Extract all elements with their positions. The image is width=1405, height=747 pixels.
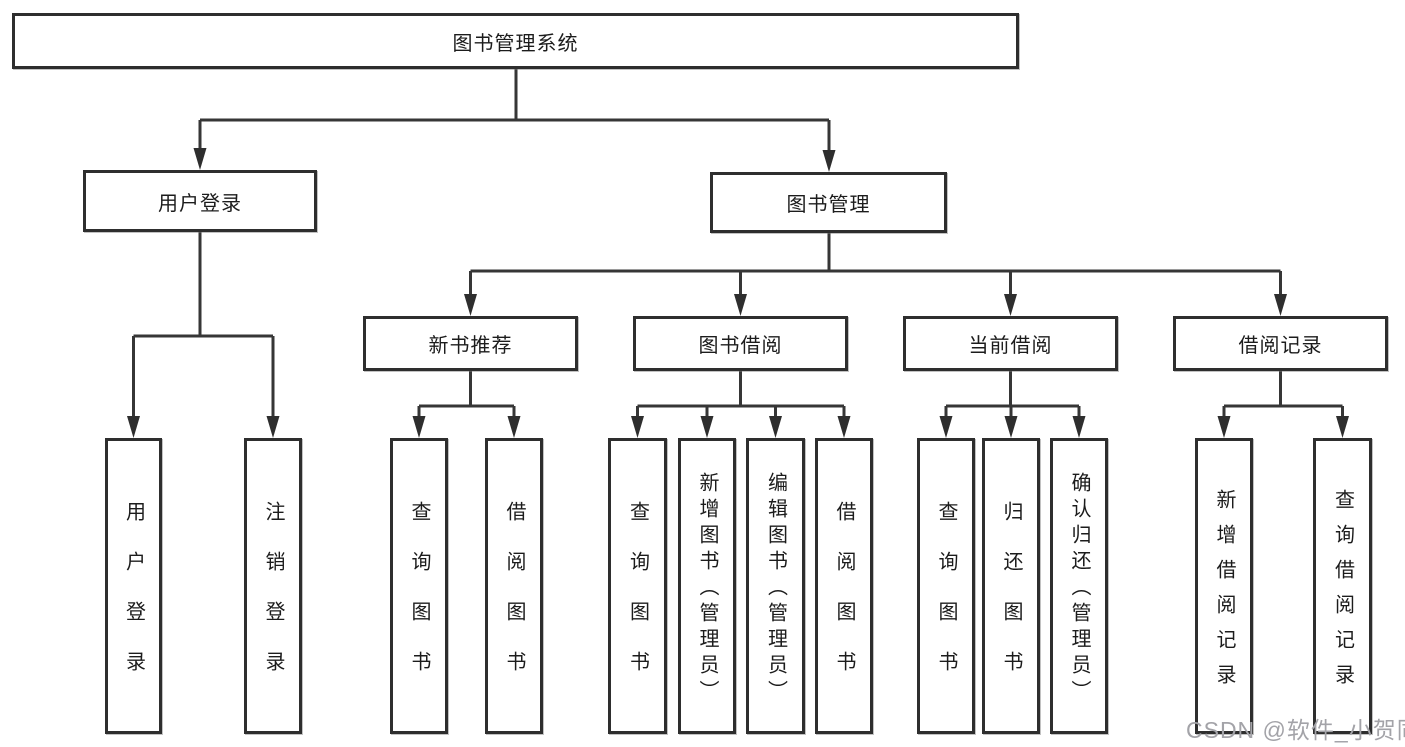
arrowhead	[769, 416, 782, 438]
leaf-edit-book-admin-label: 编辑图书（管理员）	[764, 472, 787, 706]
node-root-label: 图书管理系统	[452, 32, 579, 55]
leaf-borrow-books-borrow: 借阅图书	[815, 438, 873, 734]
leaf-add-borrow-record: 新增借阅记录	[1195, 438, 1253, 734]
arrowhead	[631, 416, 644, 438]
arrowhead	[193, 148, 207, 170]
leaf-query-books-borrow-label: 查询图书	[626, 501, 649, 701]
leaf-edit-book-admin: 编辑图书（管理员）	[746, 438, 805, 734]
arrowhead	[1004, 294, 1017, 316]
leaf-confirm-return-admin-label: 确认归还（管理员）	[1068, 472, 1090, 706]
arrowhead	[1004, 416, 1018, 438]
arrowhead	[464, 294, 477, 316]
node-borrow-records: 借阅记录	[1173, 316, 1388, 371]
leaf-return-book: 归还图书	[982, 438, 1040, 734]
arrowhead	[507, 416, 521, 438]
node-book-borrow: 图书借阅	[633, 316, 848, 371]
leaf-user-login-label: 用户登录	[122, 501, 145, 701]
connector-borrowrecord-to-leaves	[1217, 371, 1349, 438]
leaf-query-books-current-label: 查询图书	[935, 501, 957, 701]
node-book-management: 图书管理	[710, 172, 947, 233]
leaf-query-books-newbook-label: 查询图书	[408, 501, 430, 701]
node-borrow-records-label: 借阅记录	[1238, 335, 1323, 357]
leaf-borrow-books-borrow-label: 借阅图书	[833, 501, 855, 701]
arrowhead	[127, 416, 140, 438]
connector-newbook-to-leaves	[412, 371, 521, 438]
csdn-watermark: CSDN @软件_小贺同学	[1186, 717, 1405, 743]
arrowhead	[837, 416, 851, 438]
node-book-borrow-label: 图书借阅	[698, 335, 783, 357]
node-new-book-recommend-label: 新书推荐	[428, 335, 513, 357]
leaf-add-book-admin-label: 新增图书（管理员）	[696, 472, 718, 706]
leaf-query-borrow-record: 查询借阅记录	[1313, 438, 1372, 734]
node-user-login-label: 用户登录	[158, 192, 242, 215]
leaf-return-book-label: 归还图书	[1000, 501, 1022, 701]
node-root: 图书管理系统	[12, 13, 1019, 69]
connector-currentborrow-to-leaves	[939, 371, 1086, 438]
leaf-logout-login-label: 注销登录	[262, 501, 284, 701]
arrowhead	[266, 416, 280, 438]
connector-root-to-level2	[193, 69, 836, 172]
node-user-login: 用户登录	[83, 170, 317, 232]
arrowhead	[822, 150, 836, 172]
arrowhead	[734, 294, 747, 316]
node-new-book-recommend: 新书推荐	[363, 316, 578, 371]
connector-userlogin-to-leaves	[127, 232, 280, 438]
leaf-borrow-books-newbook-label: 借阅图书	[503, 501, 525, 701]
leaf-user-login: 用户登录	[105, 438, 162, 734]
connector-bookborrow-to-leaves	[631, 371, 851, 438]
node-current-borrow: 当前借阅	[903, 316, 1118, 371]
node-current-borrow-label: 当前借阅	[968, 335, 1053, 357]
leaf-query-books-current: 查询图书	[917, 438, 975, 734]
leaf-query-books-newbook: 查询图书	[390, 438, 448, 734]
leaf-confirm-return-admin: 确认归还（管理员）	[1050, 438, 1108, 734]
arrowhead	[1072, 416, 1086, 438]
arrowhead	[1274, 294, 1287, 316]
leaf-borrow-books-newbook: 借阅图书	[485, 438, 543, 734]
node-book-management-label: 图书管理	[786, 194, 871, 216]
arrowhead	[939, 416, 953, 438]
leaf-query-borrow-record-label: 查询借阅记录	[1331, 488, 1354, 699]
connector-bookmgmt-to-level3	[464, 233, 1287, 316]
arrowhead	[412, 416, 426, 438]
arrowhead	[1217, 416, 1231, 438]
arrowhead	[700, 416, 714, 438]
leaf-query-books-borrow: 查询图书	[608, 438, 667, 734]
leaf-add-borrow-record-label: 新增借阅记录	[1213, 488, 1235, 699]
leaf-logout-login: 注销登录	[244, 438, 302, 734]
arrowhead	[1336, 416, 1349, 438]
leaf-add-book-admin: 新增图书（管理员）	[678, 438, 736, 734]
